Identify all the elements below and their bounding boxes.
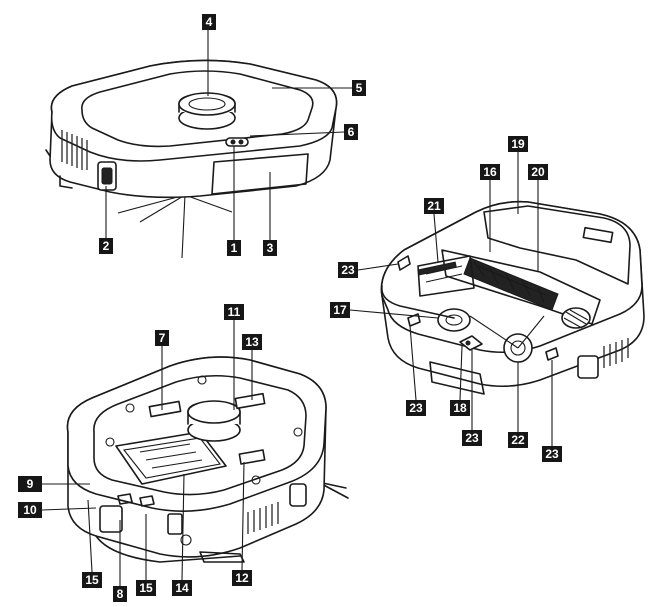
callout-17: 17: [330, 302, 350, 318]
svg-text:13: 13: [245, 335, 259, 349]
callout-18: 18: [450, 400, 470, 416]
callout-23a: 23: [338, 262, 358, 278]
callout-15a: 15: [82, 572, 102, 588]
svg-text:12: 12: [235, 571, 249, 585]
svg-text:23: 23: [545, 447, 559, 461]
callout-3: 3: [263, 240, 277, 256]
callout-22: 22: [508, 432, 528, 448]
callout-23c: 23: [462, 430, 482, 446]
callout-23b: 23: [406, 400, 426, 416]
callout-10: 10: [18, 502, 42, 518]
svg-text:6: 6: [348, 125, 355, 139]
callout-12: 12: [232, 570, 252, 586]
svg-text:18: 18: [453, 401, 467, 415]
callout-20: 20: [528, 164, 548, 180]
svg-text:5: 5: [356, 81, 363, 95]
svg-text:20: 20: [531, 165, 545, 179]
svg-text:1: 1: [231, 241, 238, 255]
svg-text:3: 3: [267, 241, 274, 255]
rear-view-robot: [66, 356, 349, 563]
svg-text:4: 4: [206, 15, 213, 29]
svg-text:15: 15: [85, 573, 99, 587]
svg-text:17: 17: [333, 303, 347, 317]
callouts: 4 5 6 1 3 2 19 16 20 21 23 17 23 18 23 2…: [18, 14, 562, 602]
svg-text:23: 23: [341, 263, 355, 277]
svg-text:22: 22: [511, 433, 525, 447]
leader-lines: [41, 28, 553, 586]
svg-text:16: 16: [483, 165, 497, 179]
svg-text:14: 14: [175, 581, 189, 595]
lidar-turret: [178, 92, 236, 130]
svg-text:23: 23: [409, 401, 423, 415]
callout-9: 9: [18, 476, 42, 492]
callout-1: 1: [227, 240, 241, 256]
callout-8: 8: [113, 586, 127, 602]
svg-text:23: 23: [465, 431, 479, 445]
top-view-robot: [45, 59, 338, 259]
main-brush: [463, 257, 559, 311]
callout-11: 11: [224, 304, 244, 320]
bottom-view-robot: [380, 200, 645, 395]
svg-text:15: 15: [139, 581, 153, 595]
callout-15b: 15: [136, 580, 156, 596]
callout-16: 16: [480, 164, 500, 180]
svg-text:9: 9: [27, 477, 34, 491]
callout-19: 19: [508, 136, 528, 152]
callout-21: 21: [424, 198, 444, 214]
callout-13: 13: [242, 334, 262, 350]
top-buttons: [225, 137, 249, 147]
callout-14: 14: [172, 580, 192, 596]
svg-text:11: 11: [228, 305, 241, 319]
callout-23d: 23: [542, 446, 562, 462]
callout-4: 4: [202, 14, 216, 30]
svg-text:2: 2: [103, 239, 110, 253]
svg-text:7: 7: [159, 331, 166, 345]
callout-5: 5: [352, 80, 366, 96]
callout-2: 2: [99, 238, 113, 254]
svg-text:8: 8: [117, 587, 124, 601]
svg-text:19: 19: [511, 137, 525, 151]
svg-text:10: 10: [23, 503, 37, 517]
callout-7: 7: [155, 330, 169, 346]
svg-text:21: 21: [427, 199, 441, 213]
callout-6: 6: [344, 124, 358, 140]
